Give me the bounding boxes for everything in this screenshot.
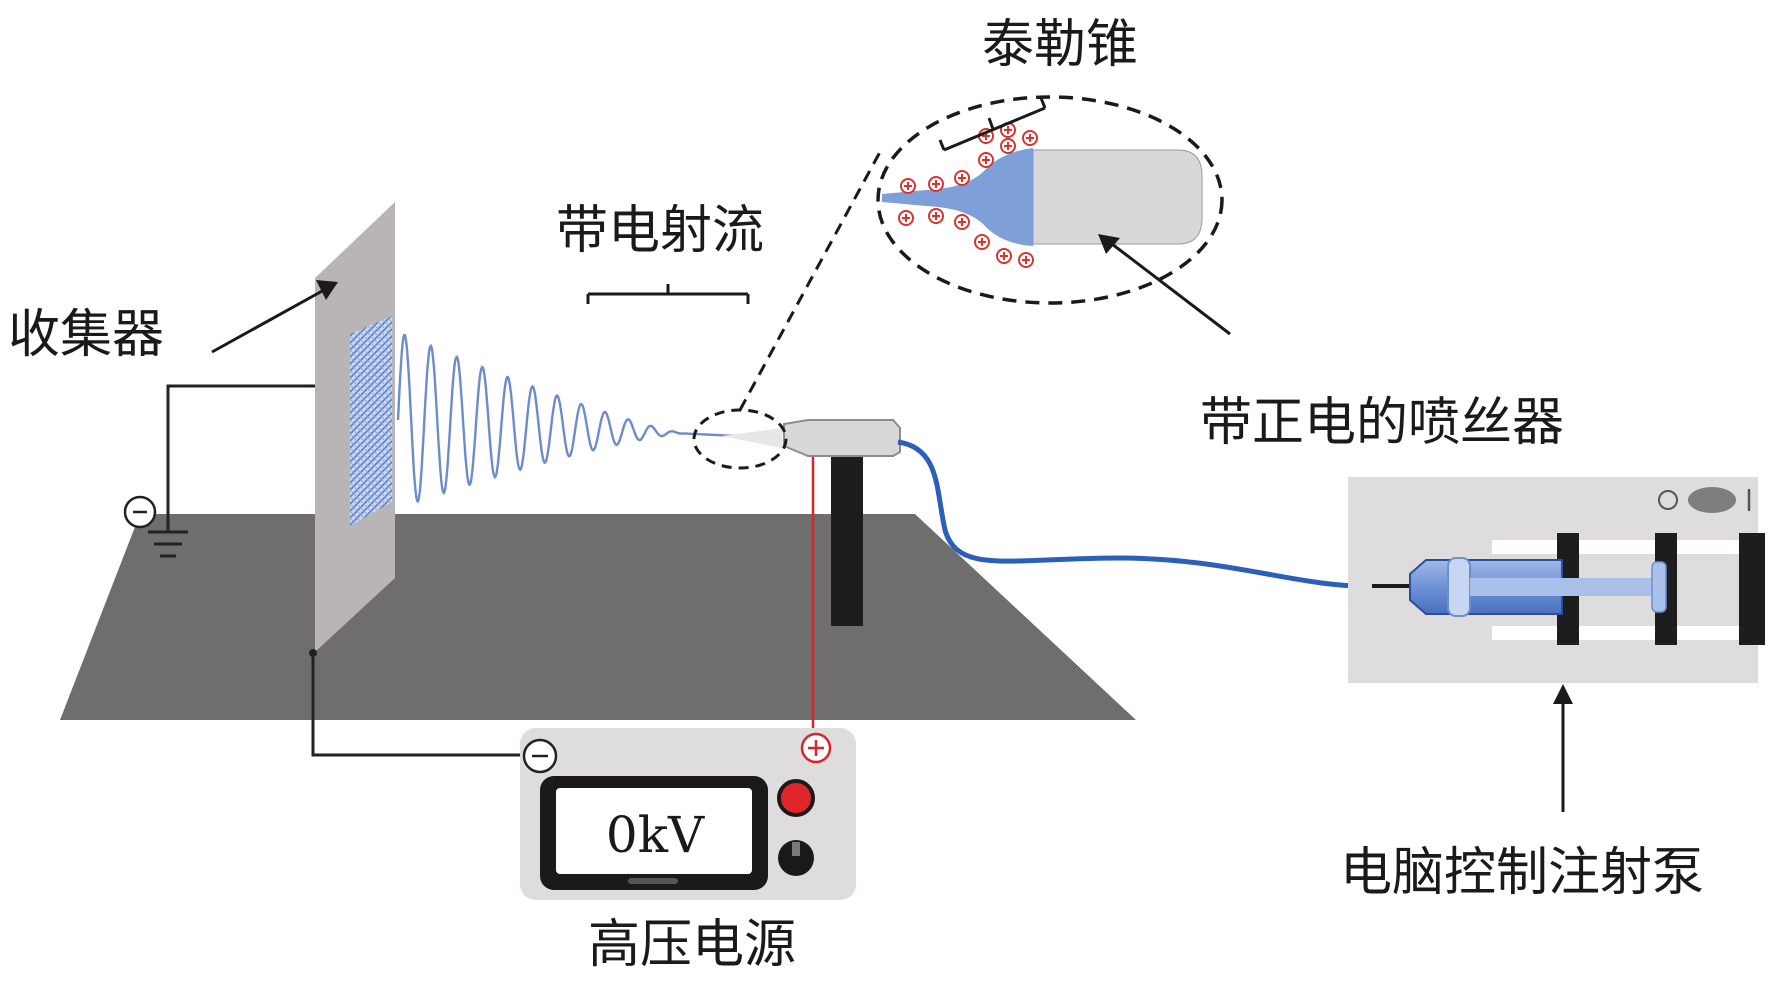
negative-wire (309, 649, 525, 757)
charge-icon (978, 152, 994, 168)
charge-icon (974, 234, 990, 250)
zoomed-nozzle (882, 148, 1203, 246)
charge-icon (898, 210, 914, 226)
charged-jet-bracket (586, 284, 750, 304)
taylor-cone-shape (882, 148, 1033, 246)
charge-icon (996, 248, 1012, 264)
pump-arrow (1553, 684, 1573, 812)
syringe-pump (1348, 477, 1765, 683)
charge-icon (928, 176, 944, 192)
zoom-connector (738, 151, 882, 411)
collector-arrow (211, 280, 338, 354)
hv-supply: 0kV (520, 728, 856, 900)
charge-icon (1000, 138, 1016, 154)
label-syringe-pump: 电脑控制注射泵 (1340, 843, 1704, 903)
pump-switch-icon (1688, 487, 1736, 513)
hv-power-button (777, 779, 815, 817)
spinneret-arrow (1098, 234, 1231, 336)
label-hv-supply: 高压电源 (588, 915, 796, 975)
hv-screen (556, 788, 752, 874)
charge-icon (954, 170, 970, 186)
taylor-cone-bracket (938, 97, 1047, 152)
table-plane (60, 514, 1136, 720)
spinneret (722, 419, 901, 457)
pump-indicator-icon (1658, 490, 1678, 510)
charge-icon (900, 178, 916, 194)
positive-charges (898, 122, 1038, 268)
collector-mesh (350, 316, 392, 526)
ground-connection (123, 384, 316, 558)
label-taylor-cone: 泰勒锥 (982, 15, 1138, 75)
feed-tube (897, 439, 1373, 589)
charge-icon (1022, 130, 1038, 146)
voltage-readout: 0kV (606, 806, 705, 864)
label-positive-spinneret: 带正电的喷丝器 (1200, 393, 1564, 453)
label-charged-jet: 带电射流 (556, 201, 764, 261)
hv-knob-icon (778, 840, 814, 876)
charge-icon (954, 214, 970, 230)
label-collector: 收集器 (8, 305, 164, 365)
charge-icon (928, 208, 944, 224)
fiber-jet (396, 333, 780, 504)
charge-icon (1018, 252, 1034, 268)
spinneret-stand (831, 446, 863, 626)
